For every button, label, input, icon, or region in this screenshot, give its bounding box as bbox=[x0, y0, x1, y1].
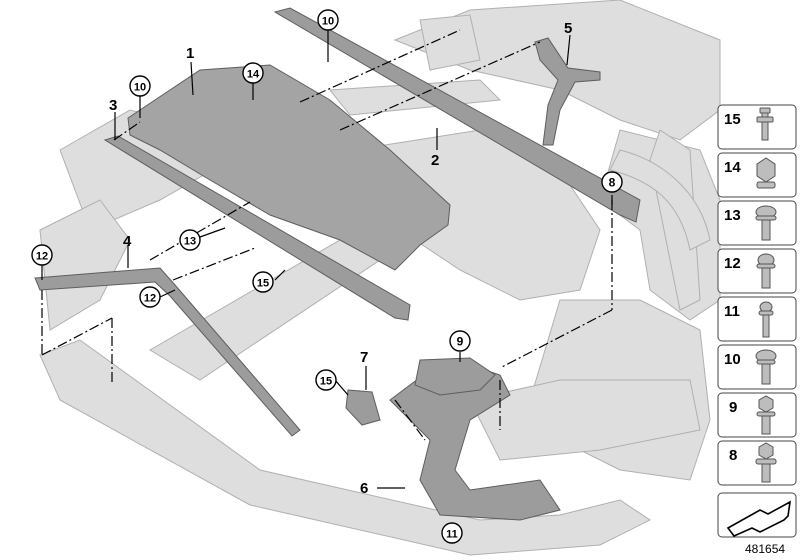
callouts: 1 2 3 4 5 6 7 bbox=[109, 20, 572, 497]
hex-bolt-icon bbox=[756, 395, 776, 435]
leader-lines bbox=[41, 30, 613, 489]
svg-text:12: 12 bbox=[36, 251, 48, 263]
bolt-icon bbox=[756, 253, 776, 289]
callout-2: 2 bbox=[431, 152, 439, 169]
legend-item-13: 13 bbox=[724, 207, 741, 224]
svg-text:13: 13 bbox=[184, 236, 196, 248]
callout-3: 3 bbox=[109, 97, 117, 114]
svg-text:10: 10 bbox=[322, 16, 334, 28]
assembly-lines bbox=[41, 29, 613, 441]
cover-plate-part bbox=[127, 64, 451, 271]
flange-bolt-icon bbox=[755, 205, 777, 241]
callout-circle-15-mid: 15 bbox=[252, 271, 274, 293]
small-bracket-part bbox=[345, 389, 381, 426]
svg-text:15: 15 bbox=[257, 278, 269, 290]
legend-item-11: 11 bbox=[724, 303, 740, 320]
legend-item-10: 10 bbox=[724, 351, 741, 368]
svg-text:15: 15 bbox=[320, 376, 332, 388]
parts bbox=[34, 7, 641, 521]
car-front-structure bbox=[39, 0, 721, 556]
svg-text:9: 9 bbox=[457, 335, 464, 349]
hex-nut-icon bbox=[756, 157, 776, 189]
callout-1: 1 bbox=[186, 45, 194, 62]
mount-bracket-part bbox=[414, 357, 496, 396]
front-beam-part bbox=[103, 135, 411, 321]
callout-circle-12-left: 12 bbox=[31, 244, 53, 266]
svg-text:10: 10 bbox=[134, 82, 146, 94]
callout-circle-8: 8 bbox=[601, 171, 623, 193]
callout-circle-9: 9 bbox=[449, 330, 471, 352]
svg-text:14: 14 bbox=[247, 69, 260, 81]
bracket-part-5 bbox=[534, 37, 601, 146]
legend-item-8: 8 bbox=[729, 447, 737, 464]
svg-text:12: 12 bbox=[144, 293, 156, 305]
svg-text:11: 11 bbox=[446, 529, 458, 541]
callout-circle-10-top: 10 bbox=[317, 9, 339, 31]
callout-circle-10-left: 10 bbox=[129, 75, 151, 97]
callout-5: 5 bbox=[564, 20, 572, 37]
strut-brace-part bbox=[34, 267, 301, 437]
callout-circle-12-mid: 12 bbox=[139, 286, 161, 308]
callout-circle-15-low: 15 bbox=[315, 369, 337, 391]
callout-6: 6 bbox=[360, 480, 368, 497]
figure-id: 481654 bbox=[745, 542, 785, 556]
collar-bolt-icon bbox=[755, 442, 777, 483]
legend-item-9: 9 bbox=[729, 399, 737, 416]
svg-text:8: 8 bbox=[609, 176, 616, 190]
long-screw-icon bbox=[758, 301, 774, 338]
screw-icon bbox=[756, 107, 774, 141]
callout-circle-13: 13 bbox=[179, 229, 201, 251]
callout-4: 4 bbox=[123, 233, 132, 250]
fastener-legend: 15 14 13 12 11 10 9 8 bbox=[717, 104, 797, 538]
circled-callouts: 8 9 10 10 11 12 12 13 bbox=[31, 9, 623, 544]
washer-bolt-icon bbox=[755, 349, 777, 385]
arrow-icon bbox=[726, 500, 792, 537]
callout-circle-14: 14 bbox=[242, 62, 264, 84]
callout-circle-11: 11 bbox=[441, 522, 463, 544]
callout-7: 7 bbox=[360, 349, 368, 366]
legend-item-14: 14 bbox=[724, 159, 741, 176]
legend-item-15: 15 bbox=[724, 111, 741, 128]
upper-crossmember-part bbox=[273, 7, 641, 223]
legend-item-12: 12 bbox=[724, 255, 741, 272]
